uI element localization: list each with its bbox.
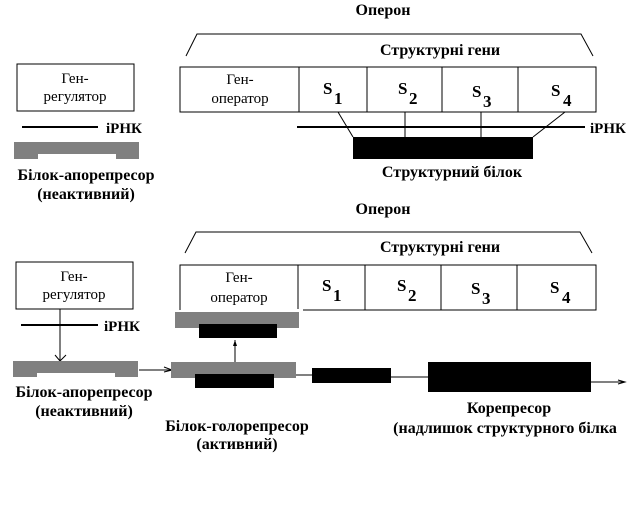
top-aporepressor-shape <box>14 142 139 159</box>
holorepressor-bound-operator <box>175 312 299 338</box>
bottom-aporepressor-line1: Білок-апорепресор <box>16 384 153 401</box>
bottom-gene-s2: S 2 <box>397 276 417 305</box>
gene-letter: S <box>397 276 406 295</box>
top-structural-protein <box>353 137 533 159</box>
gene-index: 4 <box>563 91 572 110</box>
top-operator-line1: Ген- <box>226 72 253 88</box>
top-regulator-gene: Ген- регулятор <box>16 63 135 112</box>
bottom-operon-bracket <box>184 231 593 254</box>
bottom-aporepressor-shape <box>13 361 138 377</box>
holorepressor-to-operator-arrow <box>233 340 237 362</box>
top-translation-connectors <box>337 111 566 138</box>
bottom-operon-title: Оперон <box>356 201 411 218</box>
bottom-regulator-line1: Ген- <box>60 269 87 285</box>
gene-index: 3 <box>483 92 492 111</box>
top-panel: Оперон Структурні гени Ген- регулятор Ге… <box>14 2 626 203</box>
corepressor-line2: (надлишок структурного білка <box>393 420 617 437</box>
corepressor-outflow-arrow <box>591 379 627 385</box>
holorepressor-line1: Білок-голорепресор <box>165 418 309 435</box>
bottom-gene-row: Ген- оператор S 1 S 2 S 3 S 4 <box>179 264 597 311</box>
gene-letter: S <box>323 79 332 98</box>
bottom-panel: Оперон Структурні гени Ген- регулятор Ге… <box>13 201 627 453</box>
bottom-mrna-label: іРНК <box>104 319 140 335</box>
gene-letter: S <box>471 279 480 298</box>
gene-letter: S <box>398 79 407 98</box>
gene-index: 1 <box>333 286 342 305</box>
top-regulator-line1: Ген- <box>61 71 88 87</box>
bottom-gene-s3: S 3 <box>471 279 491 308</box>
bottom-operator-gene: Ген- оператор <box>210 270 267 306</box>
top-gene-s4: S 4 <box>551 81 572 110</box>
top-structural-genes-label: Структурні гени <box>380 42 500 59</box>
corepressor-small-block <box>312 368 391 383</box>
top-aporepressor-line2: (неактивний) <box>37 186 135 203</box>
top-gene-s3: S 3 <box>472 82 492 111</box>
top-gene-row: Ген- оператор S 1 S 2 S 3 S 4 <box>179 66 597 113</box>
top-aporepressor-line1: Білок-апорепресор <box>18 167 155 184</box>
top-gene-s1: S 1 <box>323 79 343 108</box>
gene-index: 2 <box>409 89 418 108</box>
bottom-operator-line2: оператор <box>210 290 267 306</box>
gene-letter: S <box>551 81 560 100</box>
top-operator-line2: оператор <box>211 91 268 107</box>
bottom-gene-s4: S 4 <box>550 278 571 307</box>
gene-index: 2 <box>408 286 417 305</box>
gene-index: 4 <box>562 288 571 307</box>
gene-index: 1 <box>334 89 343 108</box>
corepressor-line1: Корепресор <box>467 400 551 417</box>
bottom-structural-genes-label: Структурні гени <box>380 239 500 256</box>
top-structural-protein-label: Структурний білок <box>382 164 523 181</box>
aporepressor-to-holorepressor-arrow <box>139 366 174 373</box>
gene-letter: S <box>322 276 331 295</box>
top-right-mrna-label: іРНК <box>590 121 626 137</box>
top-operon-title: Оперон <box>356 2 411 19</box>
top-gene-s2: S 2 <box>398 79 418 108</box>
gene-letter: S <box>472 82 481 101</box>
top-operator-gene: Ген- оператор <box>211 72 268 107</box>
bottom-gene-s1: S 1 <box>322 276 342 305</box>
gene-letter: S <box>550 278 559 297</box>
bottom-regulator-line2: регулятор <box>43 287 106 303</box>
bottom-aporepressor-line2: (неактивний) <box>35 403 133 420</box>
bottom-regulator-gene: Ген- регулятор <box>15 261 134 310</box>
top-regulator-line2: регулятор <box>44 89 107 105</box>
top-operon-bracket <box>185 33 594 57</box>
holorepressor <box>171 362 296 388</box>
bottom-operator-line1: Ген- <box>225 270 252 286</box>
top-left-mrna-label: іРНК <box>106 121 142 137</box>
regulator-to-aporepressor-arrow <box>54 309 67 362</box>
gene-index: 3 <box>482 289 491 308</box>
holorepressor-line2: (активний) <box>196 436 277 453</box>
corepressor-large-block <box>428 362 591 392</box>
